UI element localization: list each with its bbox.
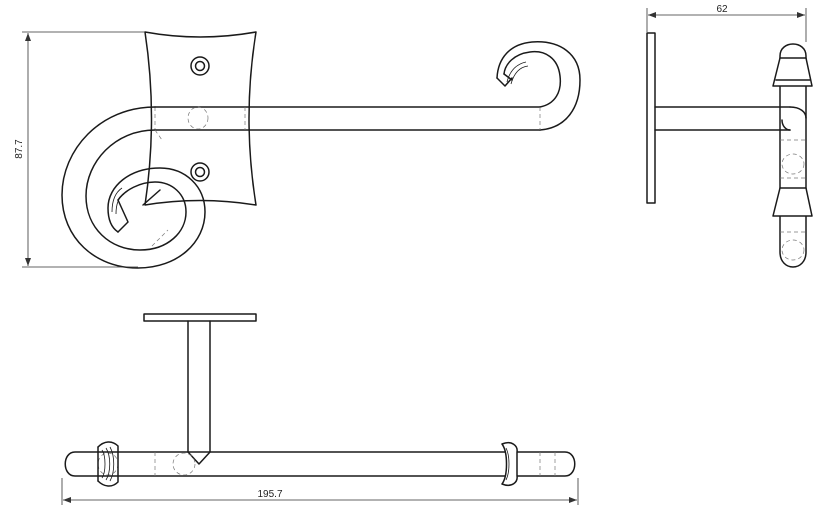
width-dimension: 195.7 <box>61 478 579 505</box>
screw-hole-bottom <box>190 162 210 182</box>
side-view: 62 <box>646 4 813 268</box>
side-flare-top <box>772 57 813 87</box>
left-scroll <box>61 106 206 269</box>
side-tube <box>779 43 807 268</box>
top-wall-plate <box>143 313 257 322</box>
side-flare-middle <box>772 187 813 217</box>
width-label: 195.7 <box>257 489 282 500</box>
top-flare-left <box>97 441 119 487</box>
top-flare-right <box>501 441 518 487</box>
right-curl <box>496 41 581 131</box>
front-view: 87.7 <box>14 31 581 269</box>
side-wall-plate <box>646 32 656 204</box>
front-bar <box>154 106 541 131</box>
height-label: 87.7 <box>14 139 25 159</box>
top-bar <box>64 451 576 477</box>
height-dimension: 87.7 <box>14 31 145 268</box>
depth-label: 62 <box>716 4 728 15</box>
depth-dimension: 62 <box>646 4 807 42</box>
top-view: 195.7 <box>61 313 579 505</box>
screw-hole-top <box>190 56 210 76</box>
wall-plate <box>144 31 257 206</box>
